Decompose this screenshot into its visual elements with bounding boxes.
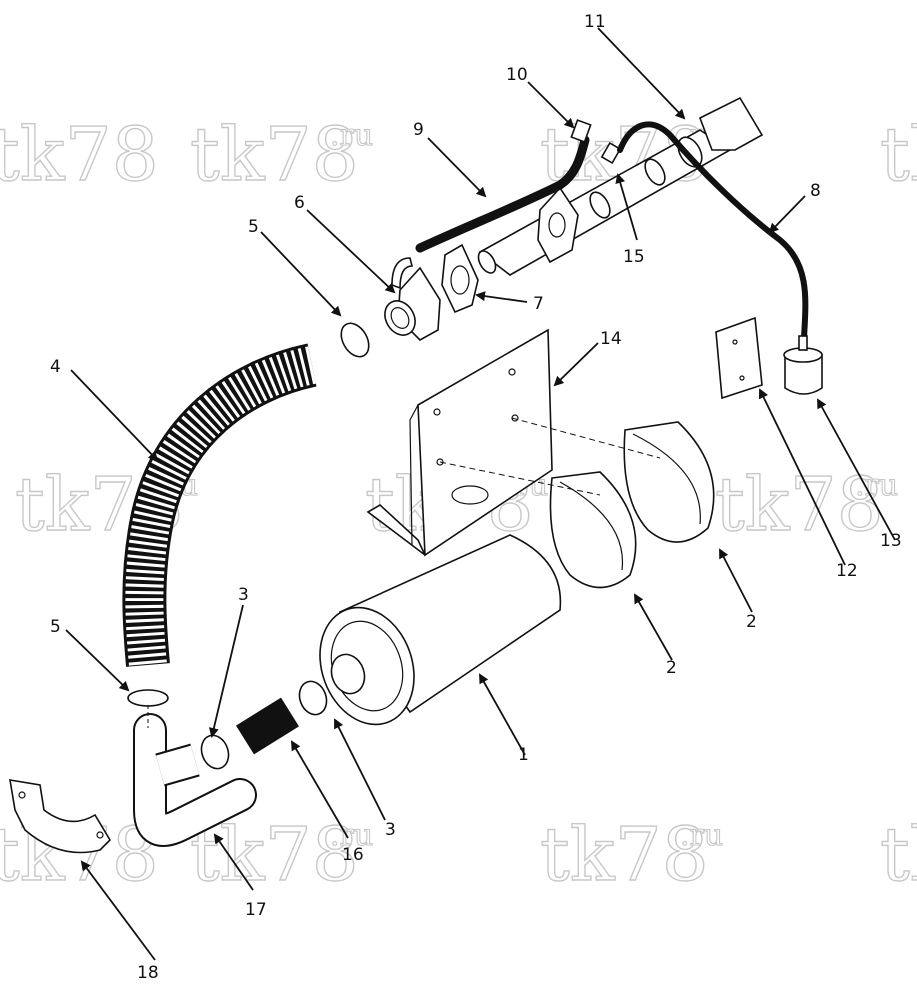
- part-tube: [415, 135, 590, 253]
- svg-text:tk78: tk78: [715, 462, 884, 548]
- callout-label: 5: [50, 617, 61, 637]
- callout-label: 6: [294, 193, 305, 213]
- part-restriction-indicator: [783, 335, 823, 395]
- watermark: tk78: [0, 111, 159, 198]
- svg-text:tk78: tk78: [190, 812, 359, 898]
- watermark: tk78.ru: [714, 461, 898, 548]
- callout-label: 2: [666, 658, 677, 678]
- svg-text:tk78: tk78: [0, 112, 159, 198]
- callout-label: 2: [746, 612, 757, 632]
- part-corrugated-hose: [122, 343, 317, 667]
- callout-label: 14: [600, 329, 622, 349]
- watermark: tk78.ru: [189, 811, 373, 898]
- watermark: tk78: [879, 111, 917, 198]
- callout-label: 3: [385, 820, 396, 840]
- callout-label: 11: [584, 12, 606, 32]
- callout-label: 7: [533, 294, 544, 314]
- part-hose-clamp: [200, 734, 230, 770]
- watermark: tk78: [879, 811, 917, 898]
- svg-text:.ru: .ru: [855, 468, 898, 503]
- svg-text:.ru: .ru: [330, 818, 373, 853]
- part-fitting: [570, 119, 592, 143]
- callout-label: 5: [248, 217, 259, 237]
- callout-label: 8: [810, 181, 821, 201]
- callout-label: 9: [413, 120, 424, 140]
- callout-label: 16: [342, 845, 364, 865]
- part-sensor-hose: [617, 121, 809, 341]
- part-fitting-small: [600, 141, 622, 165]
- part-strap: [9, 779, 112, 854]
- callout-label: 18: [137, 963, 159, 983]
- watermark: tk78.ru: [539, 811, 723, 898]
- part-gasket: [441, 243, 479, 314]
- leader-lines: [65, 27, 896, 961]
- alignment-lines: [147, 417, 661, 728]
- svg-text:.ru: .ru: [330, 118, 373, 153]
- part-air-cleaner: [319, 534, 562, 726]
- part-hose-clamp: [298, 680, 328, 716]
- part-flanged-elbow: [384, 257, 441, 341]
- callout-label: 13: [880, 531, 902, 551]
- svg-text:tk78: tk78: [190, 112, 359, 198]
- callout-label: 4: [50, 357, 61, 377]
- part-mounting-band: [549, 471, 637, 589]
- callout-label: 17: [245, 900, 267, 920]
- part-straight-hose: [236, 697, 299, 755]
- watermark: tk78.ru: [189, 111, 373, 198]
- part-mounting-band: [623, 421, 715, 543]
- part-hose-clamp: [127, 689, 169, 707]
- callout-label: 12: [836, 561, 858, 581]
- part-hose-clamp: [340, 322, 370, 358]
- part-exhaust-tube: [477, 96, 764, 276]
- part-bracket: [366, 328, 553, 557]
- callout-label: 3: [238, 585, 249, 605]
- part-mounting-plate: [715, 316, 763, 400]
- callout-labels: 11 10 9 6 5 7 8 14 15 4 12 13 2 2 1 5 3 …: [50, 12, 902, 983]
- callout-label: 15: [623, 247, 645, 267]
- svg-text:tk78: tk78: [880, 812, 917, 898]
- callout-label: 1: [518, 745, 529, 765]
- callout-label: 10: [506, 65, 528, 85]
- svg-text:tk78: tk78: [880, 112, 917, 198]
- svg-text:.ru: .ru: [680, 818, 723, 853]
- part-elbow-tube: [133, 713, 257, 847]
- svg-text:tk78: tk78: [540, 812, 709, 898]
